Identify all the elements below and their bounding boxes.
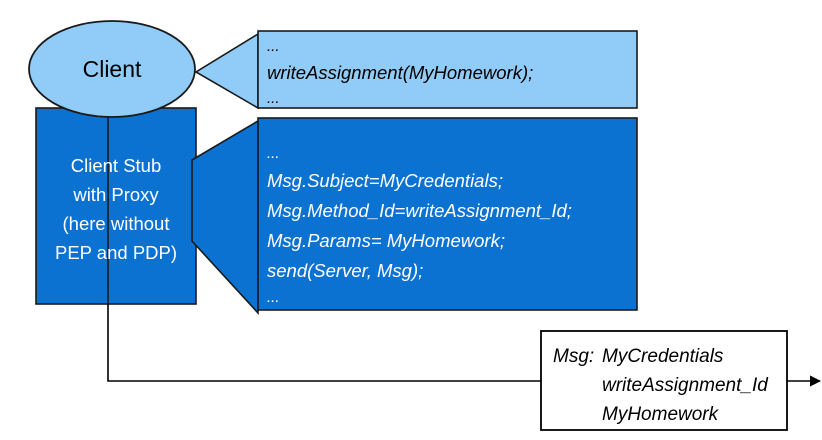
client-label: Client bbox=[83, 56, 142, 82]
client-stub-cylinder[interactable]: Client Stub with Proxy (here without PEP… bbox=[35, 107, 197, 305]
stub-code-callout[interactable]: ... Msg.Subject=MyCredentials; Msg.Metho… bbox=[191, 117, 638, 316]
message-field-subject: MyCredentials bbox=[602, 346, 724, 367]
stub-code-line-1: ... bbox=[267, 145, 280, 162]
stub-code-line-3: Msg.Method_Id=writeAssignment_Id; bbox=[267, 200, 572, 221]
message-field-params: MyHomework bbox=[602, 404, 720, 425]
application-code-line-1: ... bbox=[267, 38, 280, 55]
stub-code-line-5: send(Server, Msg); bbox=[267, 260, 423, 281]
message-box-label: Msg: bbox=[553, 346, 594, 367]
application-code-line-2: writeAssignment(MyHomework); bbox=[267, 62, 533, 83]
cylinder-label-line-2: with Proxy bbox=[72, 184, 159, 205]
stub-to-message-line bbox=[107, 304, 541, 382]
cylinder-label-line-4: PEP and PDP) bbox=[55, 242, 177, 263]
stub-code-callout-tail bbox=[191, 119, 259, 316]
application-code-line-3: ... bbox=[267, 90, 280, 107]
stub-code-line-6: ... bbox=[267, 289, 280, 306]
stub-code-line-2: Msg.Subject=MyCredentials; bbox=[267, 170, 503, 191]
message-box[interactable]: Msg: MyCredentials writeAssignment_Id My… bbox=[540, 330, 788, 431]
stub-code-callout-box bbox=[257, 117, 638, 311]
cylinder-body bbox=[35, 107, 197, 305]
message-field-method-id: writeAssignment_Id bbox=[602, 375, 769, 396]
application-code-callout-box bbox=[257, 30, 638, 109]
cylinder-label-line-1: Client Stub bbox=[71, 155, 162, 176]
message-box-frame bbox=[540, 330, 788, 431]
stub-code-line-4: Msg.Params= MyHomework; bbox=[267, 230, 505, 251]
application-code-callout-tail bbox=[194, 32, 259, 110]
cylinder-label-line-3: (here without bbox=[63, 213, 170, 234]
client-ellipse bbox=[28, 20, 196, 118]
message-connector bbox=[107, 304, 541, 382]
client-node[interactable]: Client bbox=[28, 20, 196, 118]
application-code-callout[interactable]: ... writeAssignment(MyHomework); ... bbox=[194, 30, 638, 110]
